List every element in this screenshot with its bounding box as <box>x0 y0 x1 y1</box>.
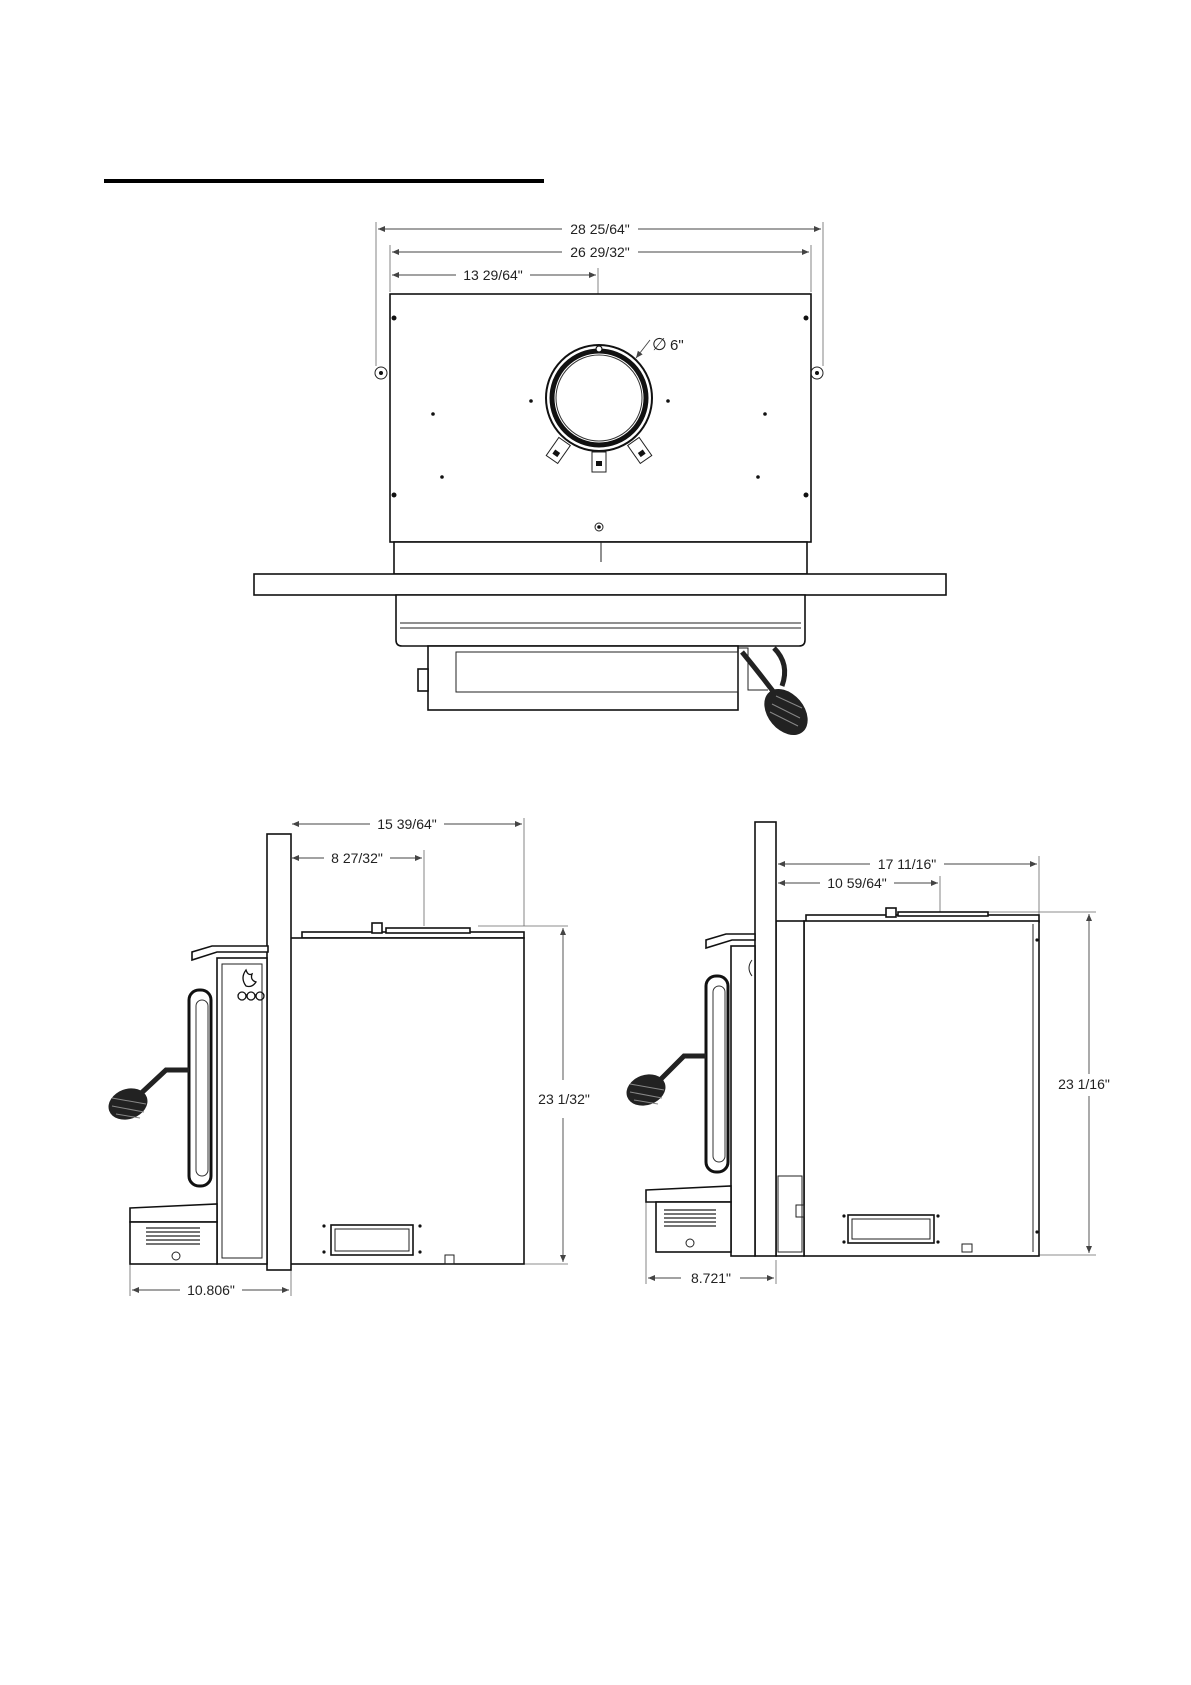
right-main-body <box>804 921 1039 1256</box>
left-side-view: 15 39/64" 8 27/32" 23 1/32" 10.806" <box>104 816 590 1298</box>
label-left-height: 23 1/32" <box>538 1091 590 1107</box>
label-top-overall-width: 28 25/64" <box>570 221 629 237</box>
header-rule <box>104 179 544 183</box>
right-handle <box>622 1056 706 1111</box>
label-right-depth: 17 11/16" <box>878 856 936 872</box>
label-right-front-projection: 8.721" <box>691 1270 731 1286</box>
left-handle <box>104 1070 189 1125</box>
label-right-flue-offset: 10 59/64" <box>827 875 886 891</box>
dim-left-flue-offset: 8 27/32" <box>292 850 424 926</box>
label-top-body-width: 26 29/32" <box>570 244 629 260</box>
label-flue-diameter: 6" <box>670 337 684 354</box>
dim-right-depth: 17 11/16" <box>778 856 1039 920</box>
right-surround <box>755 822 776 1256</box>
dim-left-depth: 15 39/64" <box>292 816 524 926</box>
dim-top-body-width: 26 29/32" <box>390 244 811 292</box>
top-view: 28 25/64" 26 29/32" 13 29/64" <box>254 221 946 743</box>
label-left-depth: 15 39/64" <box>377 816 436 832</box>
label-left-flue-offset: 8 27/32" <box>331 850 383 866</box>
label-left-front-projection: 10.806" <box>187 1282 235 1298</box>
label-right-height: 23 1/16" <box>1058 1076 1110 1092</box>
label-top-flue-offset: 13 29/64" <box>463 267 522 283</box>
top-handle <box>742 648 817 743</box>
right-side-view: 17 11/16" 10 59/64" 23 1/16" 8.721" <box>622 822 1110 1286</box>
left-surround <box>267 834 291 1270</box>
diameter-symbol: ∅ <box>652 335 667 354</box>
top-hearth <box>254 574 946 595</box>
left-main-body <box>290 938 524 1264</box>
